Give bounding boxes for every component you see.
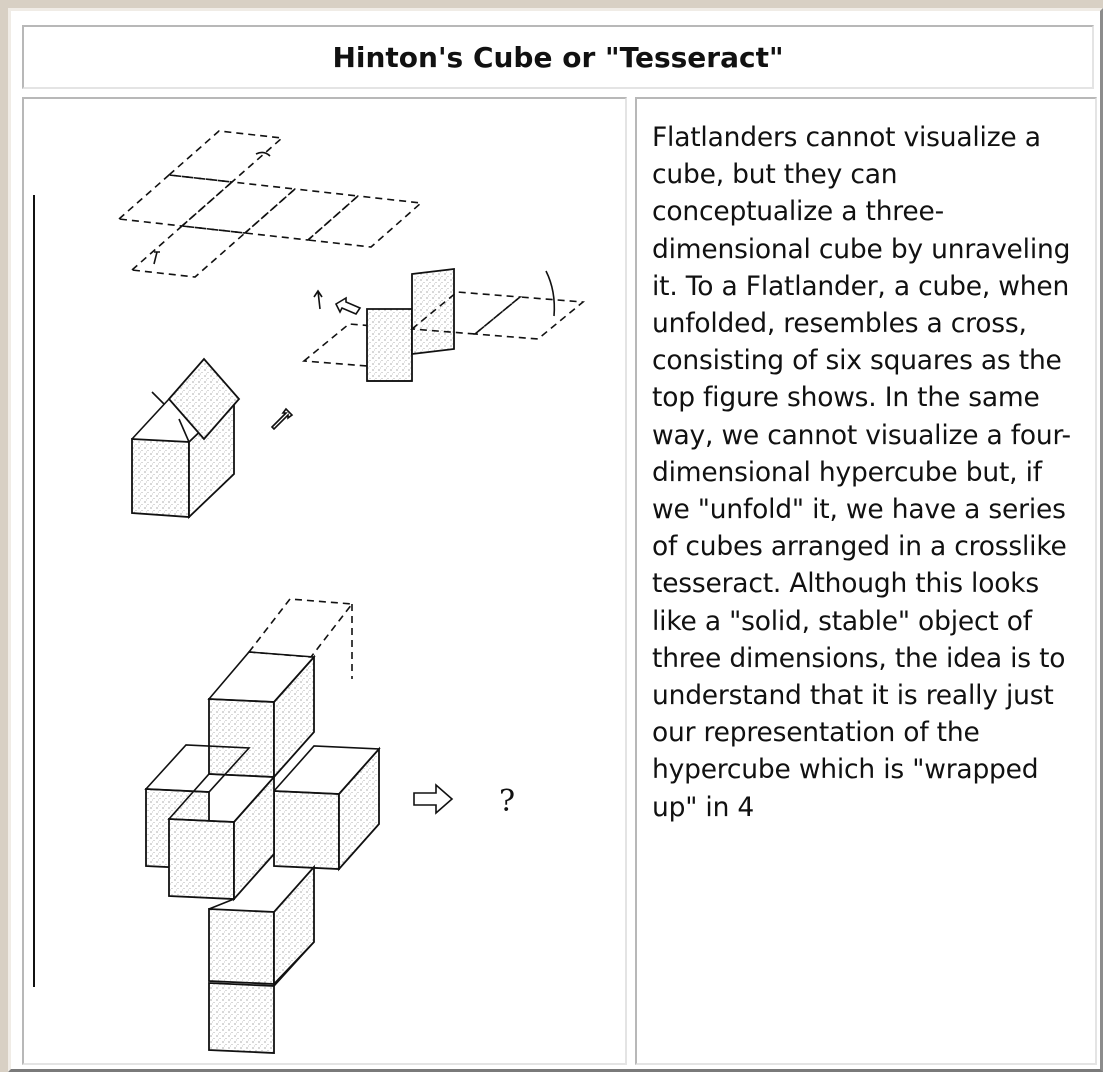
fold-arrow-icon (151, 391, 165, 405)
tesseract-table: Hinton's Cube or "Tesseract" (8, 8, 1103, 1072)
right-arrow-icon (413, 783, 454, 815)
fold-arrow-icon (545, 270, 556, 317)
folding-cube-net (301, 267, 586, 382)
arrow-icon (334, 296, 362, 315)
figure-cell: ? (22, 97, 627, 1065)
fold-arrow-icon (153, 251, 160, 265)
title-cell: Hinton's Cube or "Tesseract" (22, 25, 1094, 89)
description-cell: Flatlanders cannot visualize a cube, but… (635, 97, 1097, 1065)
tesseract-cross (144, 598, 381, 1054)
page-title: Hinton's Cube or "Tesseract" (332, 40, 784, 74)
fold-arrow-icon (313, 289, 323, 310)
description-text: Flatlanders cannot visualize a cube, but… (652, 122, 1071, 823)
arrow-icon (270, 407, 294, 431)
flat-cube-net (117, 130, 423, 278)
folded-cube (131, 357, 294, 520)
hinton-cube-figure: ? (33, 130, 586, 1054)
fold-arrow-icon (255, 151, 271, 157)
question-mark: ? (499, 784, 515, 819)
